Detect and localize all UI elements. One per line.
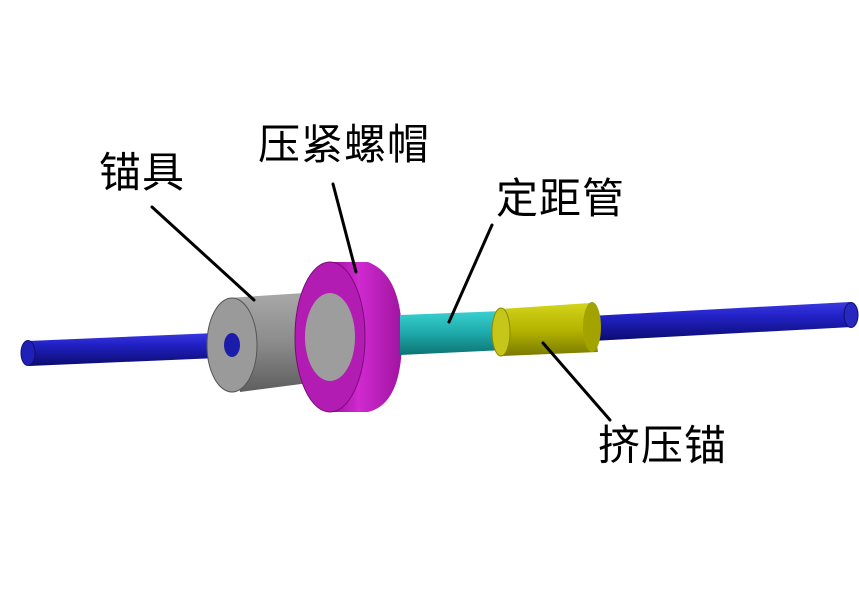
- cable-right-segment: [590, 302, 859, 341]
- cable-left-segment: [20, 332, 241, 366]
- leader-line-crimp: [541, 341, 612, 422]
- crimp-anchor-body: [491, 302, 601, 357]
- label-anchor: 锚具: [99, 148, 186, 197]
- leader-line-spacer: [447, 223, 494, 324]
- leader-line-anchor: [150, 205, 256, 302]
- leader-line-nut: [331, 182, 358, 274]
- label-compression-nut: 压紧螺帽: [258, 120, 431, 169]
- leader-lines: [150, 182, 612, 422]
- label-crimp-anchor: 挤压锚: [598, 421, 728, 470]
- label-spacer-tube: 定距管: [496, 174, 626, 223]
- compression-nut-body: [294, 261, 402, 413]
